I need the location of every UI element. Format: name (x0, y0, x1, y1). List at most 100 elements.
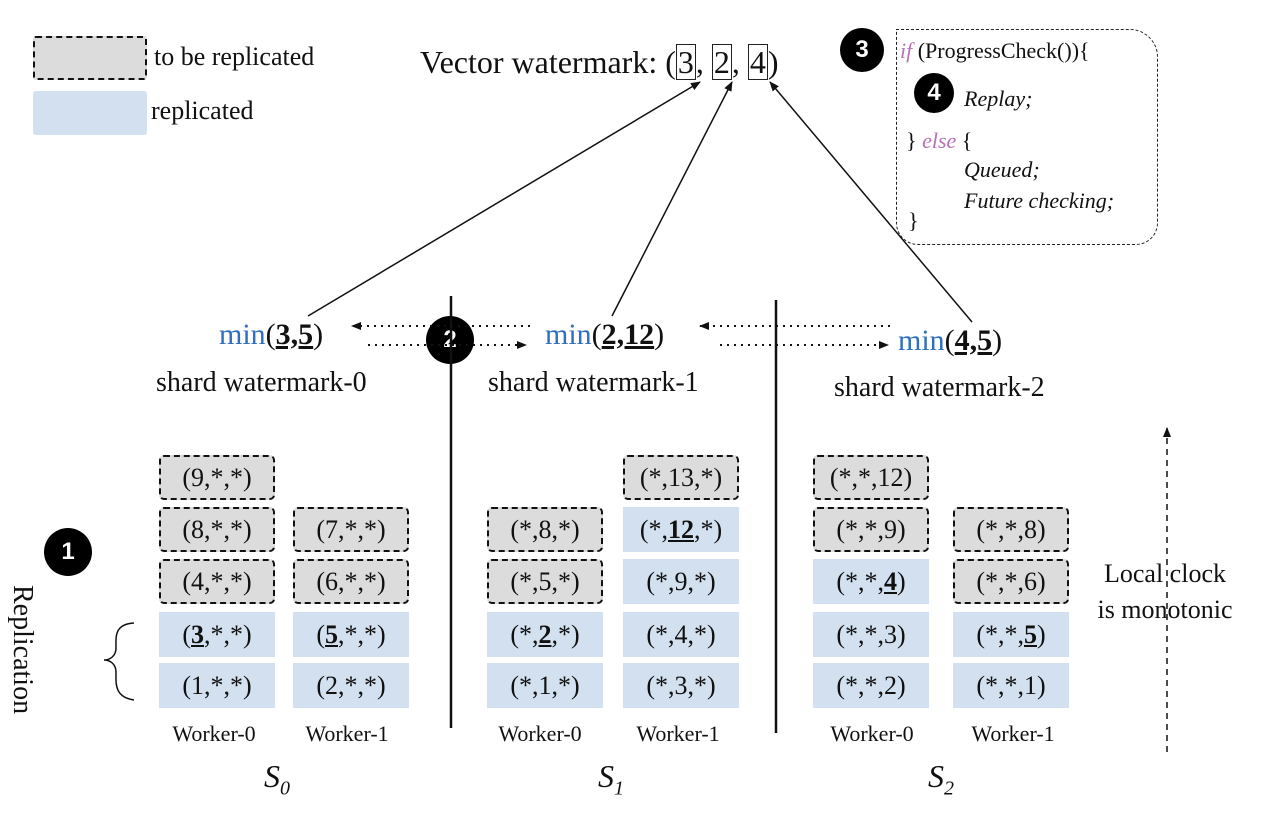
cell-done: (*,9,*) (623, 559, 739, 604)
shard-name-base: S (264, 758, 280, 794)
shard-name-base: S (598, 758, 614, 794)
code-close-brace: } (906, 128, 923, 153)
cell-done: (*,4,*) (623, 612, 739, 657)
cell-text-pre: (*, (639, 514, 668, 544)
code-final-brace: } (908, 208, 919, 233)
vector-watermark-suffix: ) (767, 44, 779, 80)
cell-text-post: ,*) (694, 514, 723, 544)
worker-label-s0-w1: Worker-1 (305, 721, 389, 746)
cell-done: (*,*,5) (953, 612, 1069, 657)
worker-label-s1-w0: Worker-0 (498, 721, 582, 746)
cell-text-bold: 2 (538, 619, 552, 649)
legend-swatch-pending (33, 36, 147, 80)
code-line-replay: Replay; (964, 86, 1032, 112)
vector-separator: , (731, 44, 740, 80)
code-else-open: { (956, 128, 973, 153)
cell-pending: (8,*,*) (159, 507, 275, 552)
cell-done: (*,*,1) (953, 663, 1069, 708)
cell-text-pre: (*, (510, 619, 539, 649)
cell-text-bold: 3 (191, 619, 204, 649)
shard-watermark-label-0: shard watermark-0 (156, 367, 367, 398)
cell-text-pre: ( (182, 619, 191, 649)
arrow-shard0-to-vector (307, 81, 701, 317)
cell-done: (1,*,*) (159, 663, 275, 708)
step-badge-3: 3 (840, 28, 884, 72)
cell-text-post: ,*) (551, 619, 580, 649)
shard-name-sub: 0 (280, 777, 290, 800)
shard-name-1: S1 (598, 758, 624, 800)
cell-pending: (*,13,*) (623, 455, 739, 500)
cell-pending: (*,8,*) (487, 507, 603, 552)
cell-pending: (*,*,9) (813, 507, 929, 552)
legend-label-pending: to be replicated (154, 42, 315, 71)
code-future-checking: Future checking; (964, 188, 1115, 213)
vector-watermark: Vector watermark: (3, 2, 4) (420, 44, 779, 81)
shard-name-0: S0 (264, 758, 290, 800)
code-queued: Queued; (964, 157, 1040, 182)
cell-text-post: ) (1037, 619, 1046, 649)
cell-done: (*,2,*) (487, 612, 603, 657)
min-args: 3,5 (275, 318, 314, 351)
cell-pending: (*,*,8) (953, 507, 1069, 552)
code-replay: Replay; (964, 86, 1033, 111)
cell-text-post: ,*,*) (204, 619, 252, 649)
cell-done: (3,*,*) (159, 612, 275, 657)
cell-pending: (9,*,*) (159, 455, 275, 500)
cell-pending: (*,5,*) (487, 559, 603, 604)
code-if-keyword: if (900, 38, 913, 63)
shard-min-1: min(2,12) (545, 318, 665, 351)
shard-watermark-label-2: shard watermark-2 (834, 372, 1045, 403)
shard-min-2: min(4,5) (898, 324, 1003, 357)
code-line-close: } (908, 208, 919, 234)
vector-value-1: 2 (711, 44, 732, 80)
shard-min-0: min(3,5) (219, 318, 324, 351)
shard-name-2: S2 (928, 758, 954, 800)
cell-done: (5,*,*) (293, 612, 409, 657)
code-line-future: Future checking; (964, 188, 1114, 214)
cell-done: (*,3,*) (623, 663, 739, 708)
worker-label-s0-w0: Worker-0 (172, 721, 256, 746)
min-function: min (545, 318, 592, 351)
clock-note-line2: is monotonic (1097, 595, 1233, 624)
code-if-condition: (ProgressCheck()){ (912, 38, 1090, 63)
vector-value-2: 4 (747, 44, 768, 80)
cell-done: (2,*,*) (293, 663, 409, 708)
cell-text-bold: 12 (668, 514, 694, 544)
replication-brace (103, 622, 135, 701)
min-function: min (219, 318, 266, 351)
cell-done: (*,*,4) (813, 559, 929, 604)
cell-pending: (7,*,*) (293, 507, 409, 552)
cell-text-post: ) (897, 566, 906, 596)
step-badge-4: 4 (914, 73, 954, 113)
min-args: 2,12 (601, 318, 655, 351)
vector-value-0: 3 (675, 44, 696, 80)
code-else-keyword: else (922, 128, 957, 153)
cell-done: (*,*,3) (813, 612, 929, 657)
cell-text-pre: (*,*, (836, 566, 884, 596)
shard-watermark-label-1: shard watermark-1 (488, 367, 699, 398)
cell-done: (*,12,*) (623, 507, 739, 552)
min-args: 4,5 (954, 324, 993, 357)
cell-pending: (4,*,*) (159, 559, 275, 604)
cell-text-pre: (*,*, (976, 619, 1024, 649)
progress-check-code-box (896, 29, 1158, 245)
cell-pending: (6,*,*) (293, 559, 409, 604)
cell-text-pre: ( (316, 619, 325, 649)
cell-done: (*,*,2) (813, 663, 929, 708)
cell-text-bold: 5 (325, 619, 338, 649)
clock-note: Local clock is monotonic (1080, 556, 1250, 628)
step-badge-1: 1 (44, 528, 92, 576)
cell-text-bold: 5 (1024, 619, 1037, 649)
cell-pending: (*,*,6) (953, 559, 1069, 604)
code-line-queued: Queued; (964, 157, 1040, 183)
code-line-if: if (ProgressCheck()){ (900, 38, 1090, 64)
shard-name-sub: 1 (614, 777, 624, 800)
arrow-shard2-to-vector (769, 81, 973, 323)
arrow-shard1-to-vector (611, 81, 733, 317)
code-line-else: } else { (906, 128, 972, 154)
vector-separator: , (695, 44, 704, 80)
shard-name-sub: 2 (944, 777, 954, 800)
cell-pending: (*,*,12) (813, 455, 929, 500)
cell-done: (*,1,*) (487, 663, 603, 708)
